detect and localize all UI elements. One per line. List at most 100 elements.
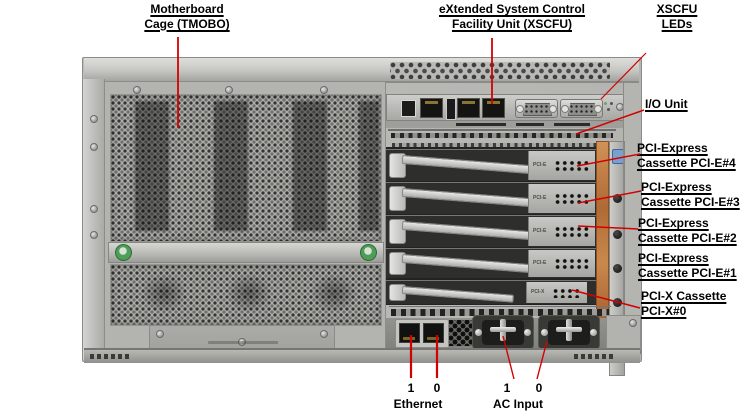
cassette-tag: PCI-E <box>533 259 547 266</box>
dsub-connector <box>568 103 597 116</box>
pci-x-cassette-0: PCI-X <box>386 280 596 304</box>
cassette-faceplate: PCI-E <box>528 250 595 277</box>
panel-screw <box>629 319 637 327</box>
xscf-top-vent-grille <box>390 62 610 79</box>
ethernet-port-frame <box>395 319 449 348</box>
ac-input-label: AC Input <box>493 397 543 411</box>
usb-port <box>446 98 456 120</box>
cassette-lever <box>401 286 514 303</box>
vent-hole-cluster <box>449 320 472 346</box>
rail-vent <box>574 354 616 359</box>
callout-io-unit: I/O Unit <box>645 97 688 112</box>
callout-pci-x0: PCI-X Cassette PCI-X#0 <box>641 289 726 319</box>
callout-text: PCI-X Cassette <box>641 289 727 303</box>
stamp-mark <box>208 341 278 344</box>
slot-shadow <box>359 101 379 231</box>
fan-shadow <box>141 273 187 313</box>
flange-screw <box>90 143 98 151</box>
ethernet-port1-number: 1 <box>407 381 415 395</box>
xscf-led <box>607 108 610 111</box>
callout-text: Cassette PCI-E#1 <box>638 266 737 280</box>
ac-screw <box>590 329 597 336</box>
ac-retainer-bar <box>556 327 582 332</box>
ac-screw <box>475 329 482 336</box>
callout-text: Cage (TMOBO) <box>144 17 230 31</box>
xscf-led <box>610 102 613 105</box>
cassette-tag: PCI-E <box>533 161 547 168</box>
cage-crossbar <box>108 242 384 263</box>
io-unit-top-vent <box>388 129 616 140</box>
lan-port <box>420 98 443 118</box>
ethernet-port-1 <box>399 323 420 343</box>
chassis-bottom-rail <box>84 348 640 363</box>
pci-express-cassette-4: PCI-E <box>386 149 596 181</box>
callout-pci-e3: PCI-Express Cassette PCI-E#3 <box>641 180 740 210</box>
cage-mesh-upper <box>110 94 382 242</box>
slot-shadow <box>293 101 327 231</box>
callout-xscfu-leds: XSCFU LEDs <box>635 2 719 32</box>
ac-screw <box>541 329 548 336</box>
green-thumbscrew <box>360 244 377 261</box>
pci-express-cassette-3: PCI-E <box>386 182 596 214</box>
dsub-connector <box>523 103 552 116</box>
callout-text: PCI-Express <box>641 180 712 194</box>
motherboard-cage-panel <box>104 81 386 360</box>
plate-screw <box>320 330 328 338</box>
ac-inlet-0 <box>538 315 600 350</box>
latch-knob <box>613 264 622 273</box>
hex-nut <box>561 105 569 113</box>
callout-text: PCI-Express <box>638 216 709 230</box>
cassette-vent-holes <box>554 257 590 270</box>
ac-port0-number: 0 <box>535 381 543 395</box>
green-thumbscrew <box>115 244 132 261</box>
io-unit-vent-row <box>388 142 616 149</box>
hex-nut <box>549 105 557 113</box>
psu-top-vent <box>389 306 611 318</box>
modem-jack-port <box>401 100 416 117</box>
vent-slot <box>516 123 544 126</box>
cassette-vent-holes <box>554 159 590 172</box>
ethernet-label: Ethernet <box>393 397 443 411</box>
callout-text: Cassette PCI-E#4 <box>637 156 736 170</box>
ac-inlet-1 <box>472 315 534 350</box>
plate-screw <box>238 338 246 346</box>
cassette-tag: PCI-X <box>531 289 545 296</box>
latch-knob <box>613 230 622 239</box>
cassette-vent-holes <box>554 225 590 238</box>
pci-express-cassette-2: PCI-E <box>386 215 596 247</box>
power-right-blank <box>606 315 641 350</box>
cassette-lever <box>401 155 530 175</box>
cassette-faceplate: PCI-E <box>528 184 595 213</box>
cage-screw <box>320 86 328 94</box>
cassette-vent-holes <box>552 287 582 298</box>
cassette-lever <box>401 221 530 241</box>
xscf-unit-panel <box>386 94 624 121</box>
serial-port <box>560 99 603 118</box>
cage-screw <box>225 86 233 94</box>
cage-mesh-lower <box>110 264 382 326</box>
callout-xscfu: eXtended System Control Facility Unit (X… <box>402 2 622 32</box>
callout-text: Cassette PCI-E#3 <box>641 195 740 209</box>
callout-text: XSCFU <box>656 2 698 16</box>
ac-retainer-bar <box>490 327 516 332</box>
callout-pci-e1: PCI-Express Cassette PCI-E#1 <box>638 251 737 281</box>
cassette-faceplate: PCI-E <box>528 151 595 180</box>
callout-text: PCI-Express <box>637 141 708 155</box>
hex-nut <box>516 105 524 113</box>
left-mounting-flange <box>83 79 105 360</box>
ac-port1-number: 1 <box>503 381 511 395</box>
cage-screw <box>133 86 141 94</box>
callout-text: LEDs <box>661 17 693 31</box>
chassis-seam <box>623 81 624 321</box>
ethernet-port-0 <box>423 323 444 343</box>
cassette-tag: PCI-E <box>533 194 547 201</box>
pci-express-cassette-1: PCI-E <box>386 248 596 278</box>
callout-pci-e2: PCI-Express Cassette PCI-E#2 <box>638 216 737 246</box>
callout-text: Cassette PCI-E#2 <box>638 231 737 245</box>
server-rear-chassis: PCI-E PCI-E PCI-E PCI-E <box>82 57 642 376</box>
callout-motherboard-cage: Motherboard Cage (TMOBO) <box>108 2 266 32</box>
rail-vent <box>90 354 132 359</box>
callout-text: eXtended System Control <box>438 2 586 16</box>
lan-port <box>457 98 480 118</box>
